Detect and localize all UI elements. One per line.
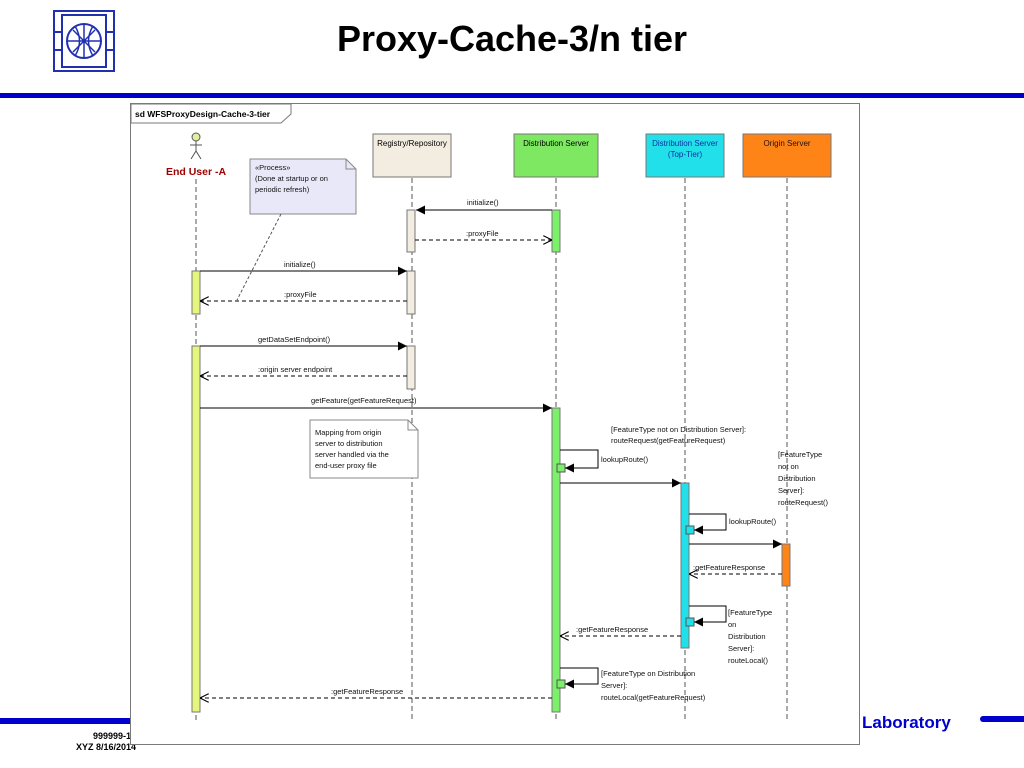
activation-dist-1 xyxy=(551,209,561,253)
bottom-divider-right xyxy=(980,716,1024,722)
label-get-feature-response-origin: :getFeatureResponse xyxy=(693,563,765,572)
svg-text:«Process» (Done at start: «Process» (Done at startup or on periodi… xyxy=(255,163,330,194)
frame-label: sd WFSProxyDesign-Cache-3-tier xyxy=(130,103,292,124)
lifeline-head-origin-server: Origin Server xyxy=(742,133,832,178)
label-proxyfile-1: :proxyFile xyxy=(466,229,499,238)
distribution-server-label: Distribution Server xyxy=(523,139,589,148)
note-mapping-line-3: server handled via the xyxy=(315,450,389,459)
actor-head-icon xyxy=(191,132,201,142)
label-origin-endpoint: :origin server endpoint xyxy=(258,365,333,374)
label-lookup-route-2: lookupRoute() xyxy=(729,517,777,526)
footer-info: 999999-13 XYZ 8/16/2014 xyxy=(20,731,136,753)
activation-origin xyxy=(781,543,791,587)
note-mapping-line-1: Mapping from origin xyxy=(315,428,381,437)
lifeline-head-top-tier: Distribution Server (Top-Tier) xyxy=(645,133,725,178)
guard-route-local-dist: [FeatureType on Distribution Server]: ro… xyxy=(601,669,706,702)
activation-user-2 xyxy=(191,345,201,713)
bottom-divider-left xyxy=(0,718,132,724)
activation-dist-self-2 xyxy=(556,679,566,689)
top-tier-label-2: (Top-Tier) xyxy=(668,150,703,159)
label-initialize-2: initialize() xyxy=(284,260,316,269)
top-divider xyxy=(0,93,1024,98)
label-get-feature-response-top-tier: :getFeatureResponse xyxy=(576,625,648,634)
footer-id: 999999-13 xyxy=(92,731,136,741)
note-process-line-1: «Process» xyxy=(255,163,290,172)
registry-label: Registry/Repository xyxy=(377,139,447,148)
end-user-actor xyxy=(190,132,202,160)
guard-route-local-top-tier: [FeatureType on Distribution Server]: ro… xyxy=(728,608,774,665)
note-mapping: Mapping from origin server to distributi… xyxy=(309,419,419,479)
note-process: «Process» (Done at startup or on periodi… xyxy=(249,158,357,215)
activation-top-tier xyxy=(680,482,690,649)
sequence-diagram-canvas: sd WFSProxyDesign-Cache-3-tier End User … xyxy=(130,103,832,722)
activation-top-tier-self-2 xyxy=(685,617,695,627)
message-route-local-top-tier xyxy=(689,605,727,627)
sequence-diagram: sd WFSProxyDesign-Cache-3-tier End User … xyxy=(130,103,860,745)
guard-route-request-dist: [FeatureType not on Distribution Server]… xyxy=(611,425,748,445)
actor-name: End User -A xyxy=(166,166,227,178)
origin-server-label: Origin Server xyxy=(763,139,810,148)
note-process-anchor xyxy=(236,213,282,301)
lifeline-head-distribution-server: Distribution Server xyxy=(513,133,599,178)
top-tier-label-1: Distribution Server xyxy=(652,139,718,148)
svg-text:Mapping from origin serv: Mapping from origin server to distributi… xyxy=(315,428,391,470)
label-get-dataset-endpoint: getDataSetEndpoint() xyxy=(258,335,331,344)
message-lookup-route-2 xyxy=(689,513,727,535)
note-mapping-line-4: end-user proxy file xyxy=(315,461,377,470)
note-process-line-2: (Done at startup or on xyxy=(255,174,328,183)
activation-dist-self-1 xyxy=(556,463,566,473)
note-process-line-3: periodic refresh) xyxy=(255,185,310,194)
lifeline-head-registry: Registry/Repository xyxy=(372,133,452,178)
activation-registry-3 xyxy=(406,345,416,390)
label-lookup-route-1: lookupRoute() xyxy=(601,455,649,464)
label-get-feature: getFeature(getFeatureRequest) xyxy=(311,396,417,405)
note-mapping-line-2: server to distribution xyxy=(315,439,383,448)
label-get-feature-response-user: :getFeatureResponse xyxy=(331,687,403,696)
label-initialize-1: initialize() xyxy=(467,198,499,207)
message-route-local-dist xyxy=(560,667,599,689)
label-proxyfile-2: :proxyFile xyxy=(284,290,317,299)
activation-dist-2 xyxy=(551,407,561,713)
slide-title: Proxy-Cache-3/n tier xyxy=(336,18,688,59)
activation-user-1 xyxy=(191,270,201,315)
message-lookup-route-1 xyxy=(560,449,599,473)
guard-route-request-top-tier: [FeatureType not on Distribution Server]… xyxy=(778,450,829,507)
activation-registry-1 xyxy=(406,209,416,253)
laboratory-logo xyxy=(53,10,115,72)
laboratory-label: Laboratory xyxy=(862,713,951,732)
footer-date: XYZ 8/16/2014 xyxy=(75,742,136,752)
activation-top-tier-self-1 xyxy=(685,525,695,535)
activation-registry-2 xyxy=(406,270,416,315)
frame-label-text: sd WFSProxyDesign-Cache-3-tier xyxy=(135,109,271,119)
